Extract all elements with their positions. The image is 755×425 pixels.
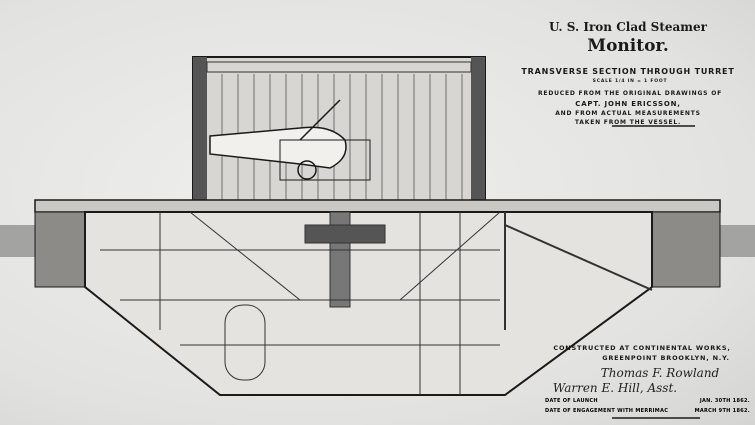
- location-text: GREENPOINT BROOKLYN, N.Y.: [602, 354, 730, 362]
- launch-date: JAN. 30TH 1862.: [699, 398, 750, 404]
- engagement-date: MARCH 9TH 1862.: [694, 408, 750, 414]
- designer-text: CAPT. JOHN ERICSSON,: [575, 100, 681, 108]
- reduced-text: REDUCED FROM THE ORIGINAL DRAWINGS OF: [538, 90, 722, 97]
- dahlgren-gun: [209, 99, 371, 181]
- section-title: TRANSVERSE SECTION THROUGH TURRET: [521, 67, 735, 76]
- launch-label: DATE OF LAUNCH: [545, 398, 598, 404]
- constructed-text: CONSTRUCTED AT CONTINENTAL WORKS,: [553, 344, 731, 352]
- hull: [84, 211, 653, 396]
- title-line1: U. S. Iron Clad Steamer: [549, 20, 707, 34]
- signature-hill: Warren E. Hill, Asst.: [552, 381, 678, 395]
- deck: [34, 199, 721, 213]
- hull-plating: [100, 211, 653, 395]
- armor-belt-right: [651, 211, 721, 288]
- engagement-label: DATE OF ENGAGEMENT WITH MERRIMAC: [545, 408, 669, 414]
- and-text: AND FROM ACTUAL MEASUREMENTS: [555, 110, 701, 117]
- armor-belt-left: [34, 211, 86, 288]
- taken-text: TAKEN FROM THE VESSEL.: [574, 119, 682, 126]
- turret: [192, 56, 486, 208]
- scale-label: SCALE 1/4 IN = 1 FOOT: [592, 79, 668, 84]
- signature-rowland: Thomas F. Rowland: [600, 366, 720, 380]
- water-right: [720, 225, 755, 257]
- title-line2: Monitor.: [587, 36, 669, 56]
- water-left: [0, 225, 36, 257]
